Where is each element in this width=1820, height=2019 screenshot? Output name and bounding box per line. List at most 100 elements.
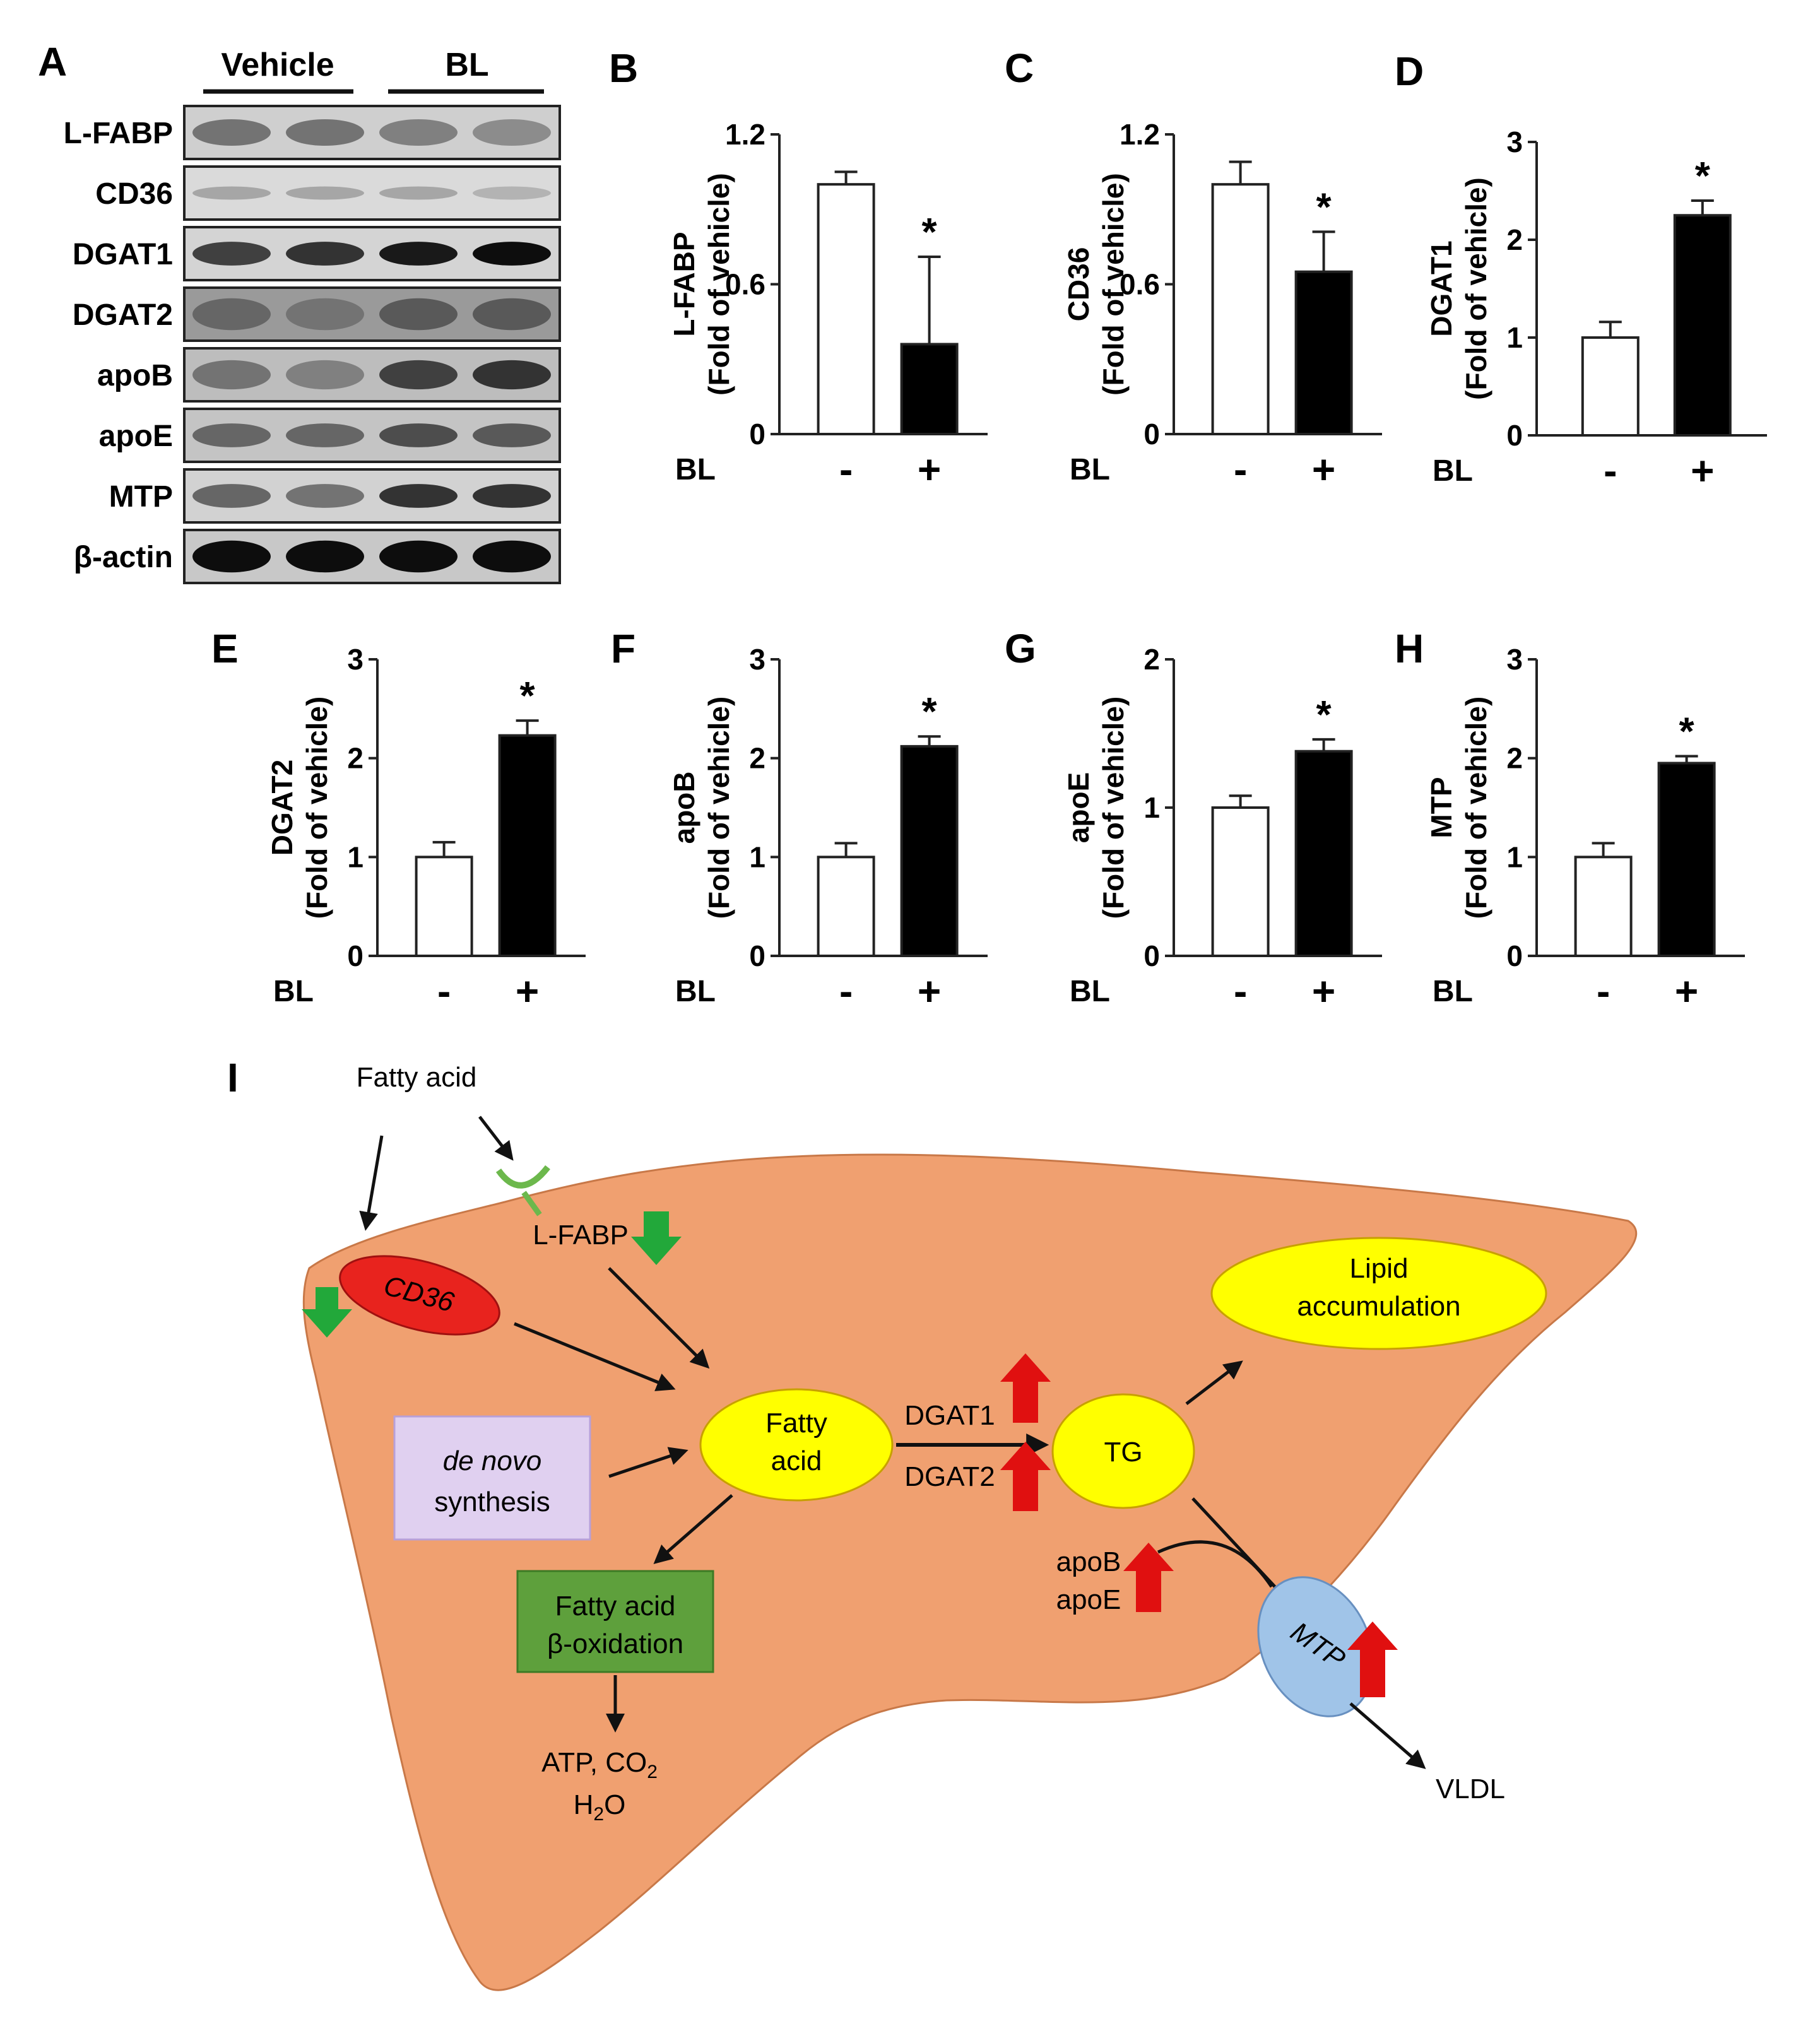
blot-band [286,186,364,200]
arrow-fa-to-receptor [478,1115,514,1161]
panel-label: C [1005,45,1034,91]
bar-vehicle [1211,183,1270,435]
dgat2-label: DGAT2 [904,1461,995,1492]
y-tick-label: 1 [749,840,765,873]
blot-band [286,540,364,573]
treatment-label: BL [1070,975,1110,1008]
products-line1: ATP, CO2 [541,1747,658,1782]
panel-label: B [609,45,638,91]
fatty-acid-input-label: Fatty acid [357,1062,477,1093]
panel-label: F [611,626,635,671]
significance-mark: * [1695,155,1711,198]
bar-bl [1673,214,1732,437]
tg-label: TG [1104,1437,1142,1468]
blot-row: apoE [99,408,561,463]
arrow-fatty-acid-to-beta-ox [653,1494,733,1564]
blot-band [379,298,458,331]
blot-row: MTP [109,468,561,524]
bar-vehicle [1211,806,1270,957]
blot-band [192,423,271,447]
blot-band [379,186,458,200]
significance-mark: * [520,674,536,718]
de-novo-label: de novo [443,1445,542,1476]
significance-mark: * [922,211,938,254]
arrow-fa-to-cd36 [359,1135,384,1231]
treatment-label: BL [1070,453,1110,486]
y-tick-label: 0 [1506,419,1523,452]
apob-label: apoB [1056,1546,1121,1577]
category-label: + [918,447,941,492]
beta-ox-line1: Fatty acid [555,1591,676,1622]
y-tick-label: 0 [347,939,363,972]
bar-bl [900,745,959,958]
blot-band [379,360,458,390]
bar-vehicle [817,856,875,958]
y-tick-label: 1 [1506,840,1523,873]
blot-row: DGAT1 [73,226,561,281]
blot-band [473,242,551,266]
bar-vehicle [817,183,875,435]
y-axis-label: L-FABP [668,232,700,336]
category-label: - [839,968,853,1014]
y-tick-label: 0 [1143,418,1160,450]
category-label: - [1604,448,1617,493]
band-label: apoE [99,420,173,453]
y-tick-label: 0 [749,418,765,450]
blot-band [473,484,551,508]
arrow-lfabp-to-fatty-acid [608,1267,710,1369]
significance-mark: * [922,690,938,734]
apoe-label: apoE [1056,1584,1121,1615]
arrow-tg-to-lipid [1185,1360,1243,1405]
vldl-label: VLDL [1436,1774,1505,1804]
y-tick-label: 2 [1506,223,1523,256]
y-tick-label: 3 [1506,126,1523,158]
y-axis-label: CD36 [1062,247,1095,322]
up-arrow-icon [1000,1442,1051,1511]
y-axis-label-2: (Fold of vehicle) [1097,173,1130,396]
y-tick-label: 0 [1506,939,1523,972]
blot-band [192,186,271,200]
beta-ox-line2: β-oxidation [547,1628,683,1659]
fatty-acid-node-line2: acid [771,1445,822,1476]
y-tick-label: 3 [347,643,363,676]
blot-band [473,186,551,200]
y-axis-label-2: (Fold of vehicle) [1460,177,1492,400]
band-label: DGAT2 [73,298,173,332]
blot-row: CD36 [95,165,561,221]
treatment-label: BL [273,975,314,1008]
up-arrow-icon [1123,1543,1174,1612]
blot-band [379,119,458,146]
band-label: CD36 [95,177,173,211]
band-label: L-FABP [64,117,173,150]
y-tick-label: 2 [1143,643,1160,676]
arrow-denovo-to-fatty-acid [608,1447,688,1478]
up-arrow-icon [1347,1622,1398,1697]
panel-label: D [1395,49,1424,94]
y-axis-label-2: (Fold of vehicle) [1097,697,1130,919]
blot-band [473,119,551,146]
blot-band [473,540,551,573]
treatment-label: BL [675,453,716,486]
y-axis-label: apoB [668,772,700,844]
significance-mark: * [1316,185,1332,229]
blot-band [192,119,271,146]
y-tick-label: 3 [1506,643,1523,676]
y-tick-label: 1 [347,840,363,873]
blot-band [473,298,551,331]
y-tick-label: 1.2 [725,118,765,151]
y-tick-label: 0 [1143,939,1160,972]
blot-band [379,242,458,266]
treatment-label: BL [675,975,716,1008]
bar-bl [1294,750,1353,957]
mtp-ellipse [1257,1576,1374,1717]
panel-a-western-blot: A Vehicle BL L-FABPCD36DGAT1DGAT2apoBapo… [38,39,561,584]
bar-bl [900,343,959,435]
category-label: - [839,447,853,492]
arrow-mtp-to-vldl [1349,1702,1426,1769]
group-label-bl: BL [445,47,488,83]
blot-band [286,423,364,447]
fatty-acid-node-line1: Fatty [765,1408,827,1439]
